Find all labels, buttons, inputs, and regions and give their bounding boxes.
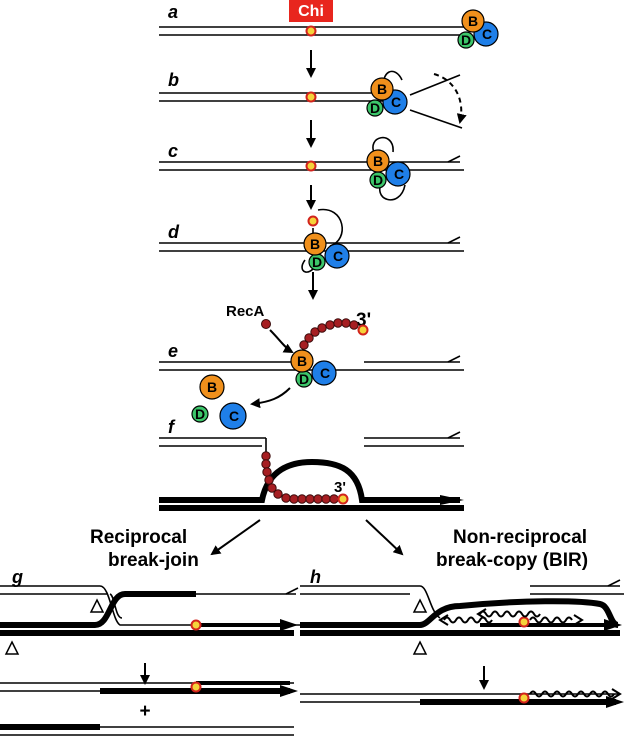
step-f: f 3'	[159, 417, 464, 511]
svg-text:C: C	[229, 408, 239, 424]
step-h: h	[300, 567, 624, 708]
step-label-g: g	[11, 567, 23, 587]
step-b: b B C D	[159, 70, 467, 129]
svg-text:D: D	[370, 100, 380, 116]
chi-site	[305, 91, 317, 103]
recipient-top-strand	[159, 458, 460, 503]
dissociation-arrow	[250, 387, 291, 409]
three-prime-label-f: 3'	[334, 479, 346, 496]
dissociated-subunits: B D C	[191, 374, 247, 430]
step-label-b: b	[168, 70, 179, 90]
svg-text:D: D	[461, 32, 471, 48]
cut-site-marker	[4, 640, 20, 655]
svg-text:D: D	[195, 406, 205, 422]
chi-site	[357, 324, 369, 336]
chi-label: Chi	[298, 3, 324, 20]
chi-site	[337, 493, 349, 505]
arrow-to-h	[365, 519, 404, 556]
svg-text:B: B	[297, 353, 307, 369]
recbcd-enzyme: B C D	[290, 349, 337, 388]
chi-site	[307, 215, 319, 227]
step-label-f: f	[168, 417, 176, 437]
recbcd-enzyme: B C D	[457, 9, 499, 49]
svg-text:B: B	[373, 153, 383, 169]
step-a: a Chi B C D	[159, 0, 499, 49]
svg-text:C: C	[394, 166, 404, 182]
step-label-a: a	[168, 2, 178, 22]
cut-site-marker	[412, 640, 428, 655]
step-d: d B C D	[159, 208, 464, 273]
svg-text:D: D	[312, 254, 322, 270]
svg-text:C: C	[320, 365, 330, 381]
reciprocal-title-2: break-join	[108, 550, 199, 571]
step-e: RecA 3' e B C D B	[159, 303, 464, 430]
nonreciprocal-title-2: break-copy (BIR)	[436, 550, 588, 571]
svg-text:C: C	[482, 26, 492, 42]
chi-site	[190, 681, 202, 693]
dna-synthesis-wavy	[438, 608, 584, 626]
cut-site-marker	[412, 598, 428, 613]
step-c: c B C D	[159, 136, 464, 201]
reca-label: RecA	[226, 303, 265, 320]
chi-site	[518, 616, 530, 628]
reca-loading-arrow	[269, 329, 294, 353]
svg-text:C: C	[333, 248, 343, 264]
recbcd-enzyme: B C D	[303, 232, 350, 271]
chi-site	[518, 692, 530, 704]
step-label-d: d	[168, 222, 180, 242]
svg-text:B: B	[310, 236, 320, 252]
reca-filament-e	[299, 318, 359, 350]
svg-text:B: B	[377, 81, 387, 97]
arrow-to-g	[210, 519, 261, 556]
plus-sign: +	[139, 701, 150, 722]
svg-text:D: D	[373, 172, 383, 188]
svg-text:D: D	[299, 371, 309, 387]
cut-site-marker	[89, 598, 105, 613]
d-loop-strand	[300, 598, 619, 628]
svg-text:C: C	[391, 94, 401, 110]
svg-text:B: B	[468, 13, 478, 29]
step-g: g +	[0, 567, 300, 736]
chi-site	[305, 160, 317, 172]
svg-text:B: B	[207, 379, 217, 395]
unwound-strand-arrow	[433, 73, 467, 124]
reca-monomer	[261, 319, 271, 329]
step-label-h: h	[310, 567, 321, 587]
step-label-e: e	[168, 341, 178, 361]
reciprocal-title-1: Reciprocal	[90, 527, 187, 548]
recbcd-enzyme: B C D	[366, 149, 411, 189]
chi-box	[289, 0, 333, 22]
crossover-strand-top	[0, 591, 196, 628]
recbcd-enzyme: B C D	[366, 77, 408, 117]
chi-site	[190, 619, 202, 631]
nonreciprocal-title-1: Non-reciprocal	[453, 527, 587, 548]
chi-site	[305, 25, 317, 37]
reca-filament-f	[261, 451, 339, 504]
step-label-c: c	[168, 141, 178, 161]
new-synthesis	[529, 690, 615, 698]
